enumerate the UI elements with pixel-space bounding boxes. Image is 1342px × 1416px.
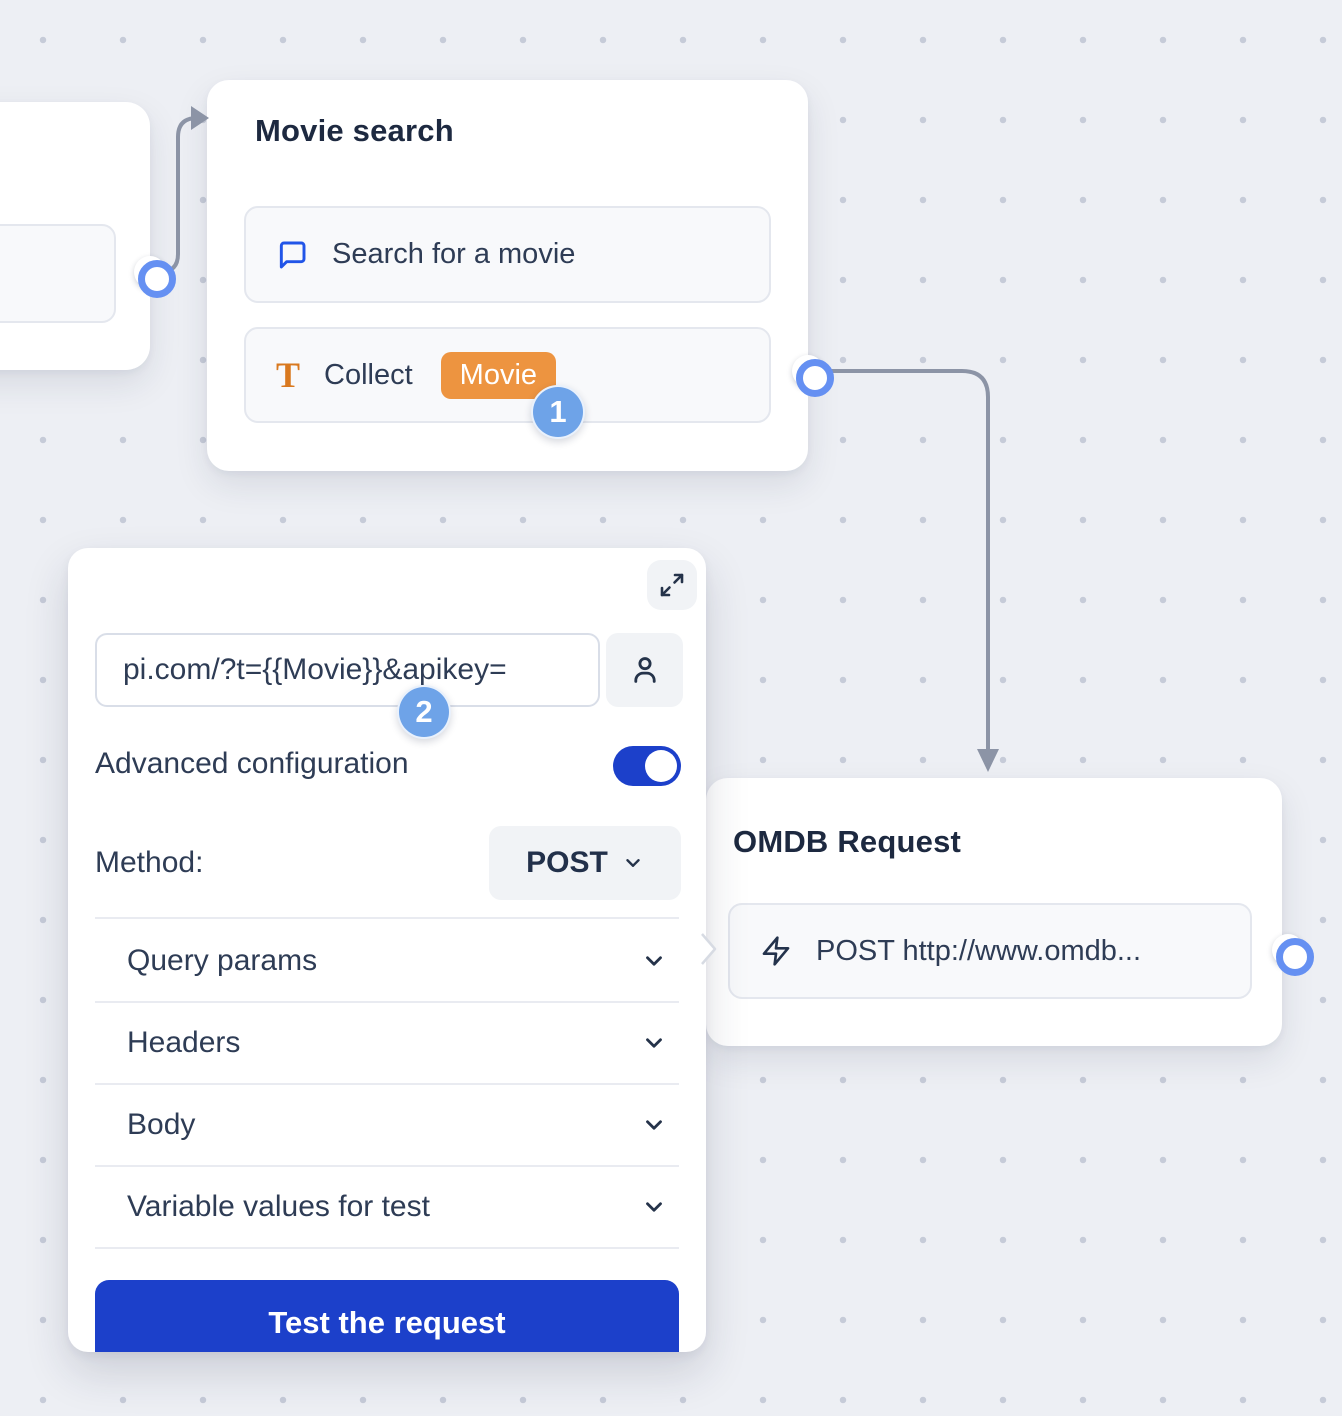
divider [95,1083,679,1085]
advanced-configuration-toggle[interactable] [613,746,681,786]
connector-movie-to-omdb [808,369,990,752]
step-badge-2: 2 [397,685,451,739]
url-input[interactable] [95,633,600,707]
webhook-config-panel[interactable]: Advanced configuration Method: POST Quer… [68,548,706,1352]
section-headers[interactable]: Headers [95,1003,679,1083]
divider [95,1001,679,1003]
divider [95,1165,679,1167]
divider [95,1247,679,1249]
chevron-down-icon [646,1202,662,1212]
advanced-configuration-label: Advanced configuration [95,747,409,780]
output-port[interactable] [1272,934,1314,976]
block-input-notch [701,933,717,965]
lightning-icon [760,935,792,967]
node-card-movie-search[interactable]: Movie search Search for a movie T Collec… [207,80,808,471]
expand-button[interactable] [647,560,697,610]
block-label: POST http://www.omdb... [816,934,1142,967]
node-card-partial[interactable] [0,102,150,370]
chat-bubble-icon [276,239,308,271]
block-label: Collect [324,358,413,391]
node-title: Movie search [255,113,454,148]
arrowhead-right-icon [191,106,209,130]
node-block-partial[interactable] [0,224,116,323]
variable-insert-button[interactable] [606,633,683,707]
output-port[interactable] [134,256,176,298]
chevron-down-icon [646,956,662,966]
chevron-down-icon [646,1038,662,1048]
person-icon [633,657,656,683]
expand-icon [660,573,684,597]
chevron-down-icon [646,1120,662,1130]
block-send-message[interactable]: Search for a movie [244,206,771,303]
section-query-params[interactable]: Query params [95,921,679,1001]
divider [95,917,679,919]
output-port[interactable] [792,355,834,397]
method-label: Method: [95,846,204,879]
node-title: OMDB Request [733,824,962,859]
section-label: Variable values for test [127,1190,430,1223]
section-label: Query params [127,944,318,977]
variable-badge[interactable]: Movie [440,351,557,399]
test-request-button[interactable]: Test the request [95,1280,679,1352]
method-value: POST [526,846,608,879]
method-dropdown[interactable]: POST [489,826,681,900]
arrowhead-down-icon [977,749,999,772]
text-input-icon: T [276,355,301,395]
block-collect-input[interactable]: T Collect Movie [244,327,771,423]
block-label: Search for a movie [332,238,576,270]
step-badge-1: 1 [531,385,585,439]
connector-into-movie-search [152,116,199,274]
section-variable-values[interactable]: Variable values for test [95,1167,679,1247]
block-webhook-request[interactable]: POST http://www.omdb... [728,903,1252,999]
section-label: Body [127,1108,196,1141]
node-card-omdb-request[interactable]: OMDB Request POST http://www.omdb... [706,778,1282,1046]
section-body[interactable]: Body [95,1085,679,1165]
chevron-down-icon [626,859,640,867]
section-label: Headers [127,1026,241,1059]
